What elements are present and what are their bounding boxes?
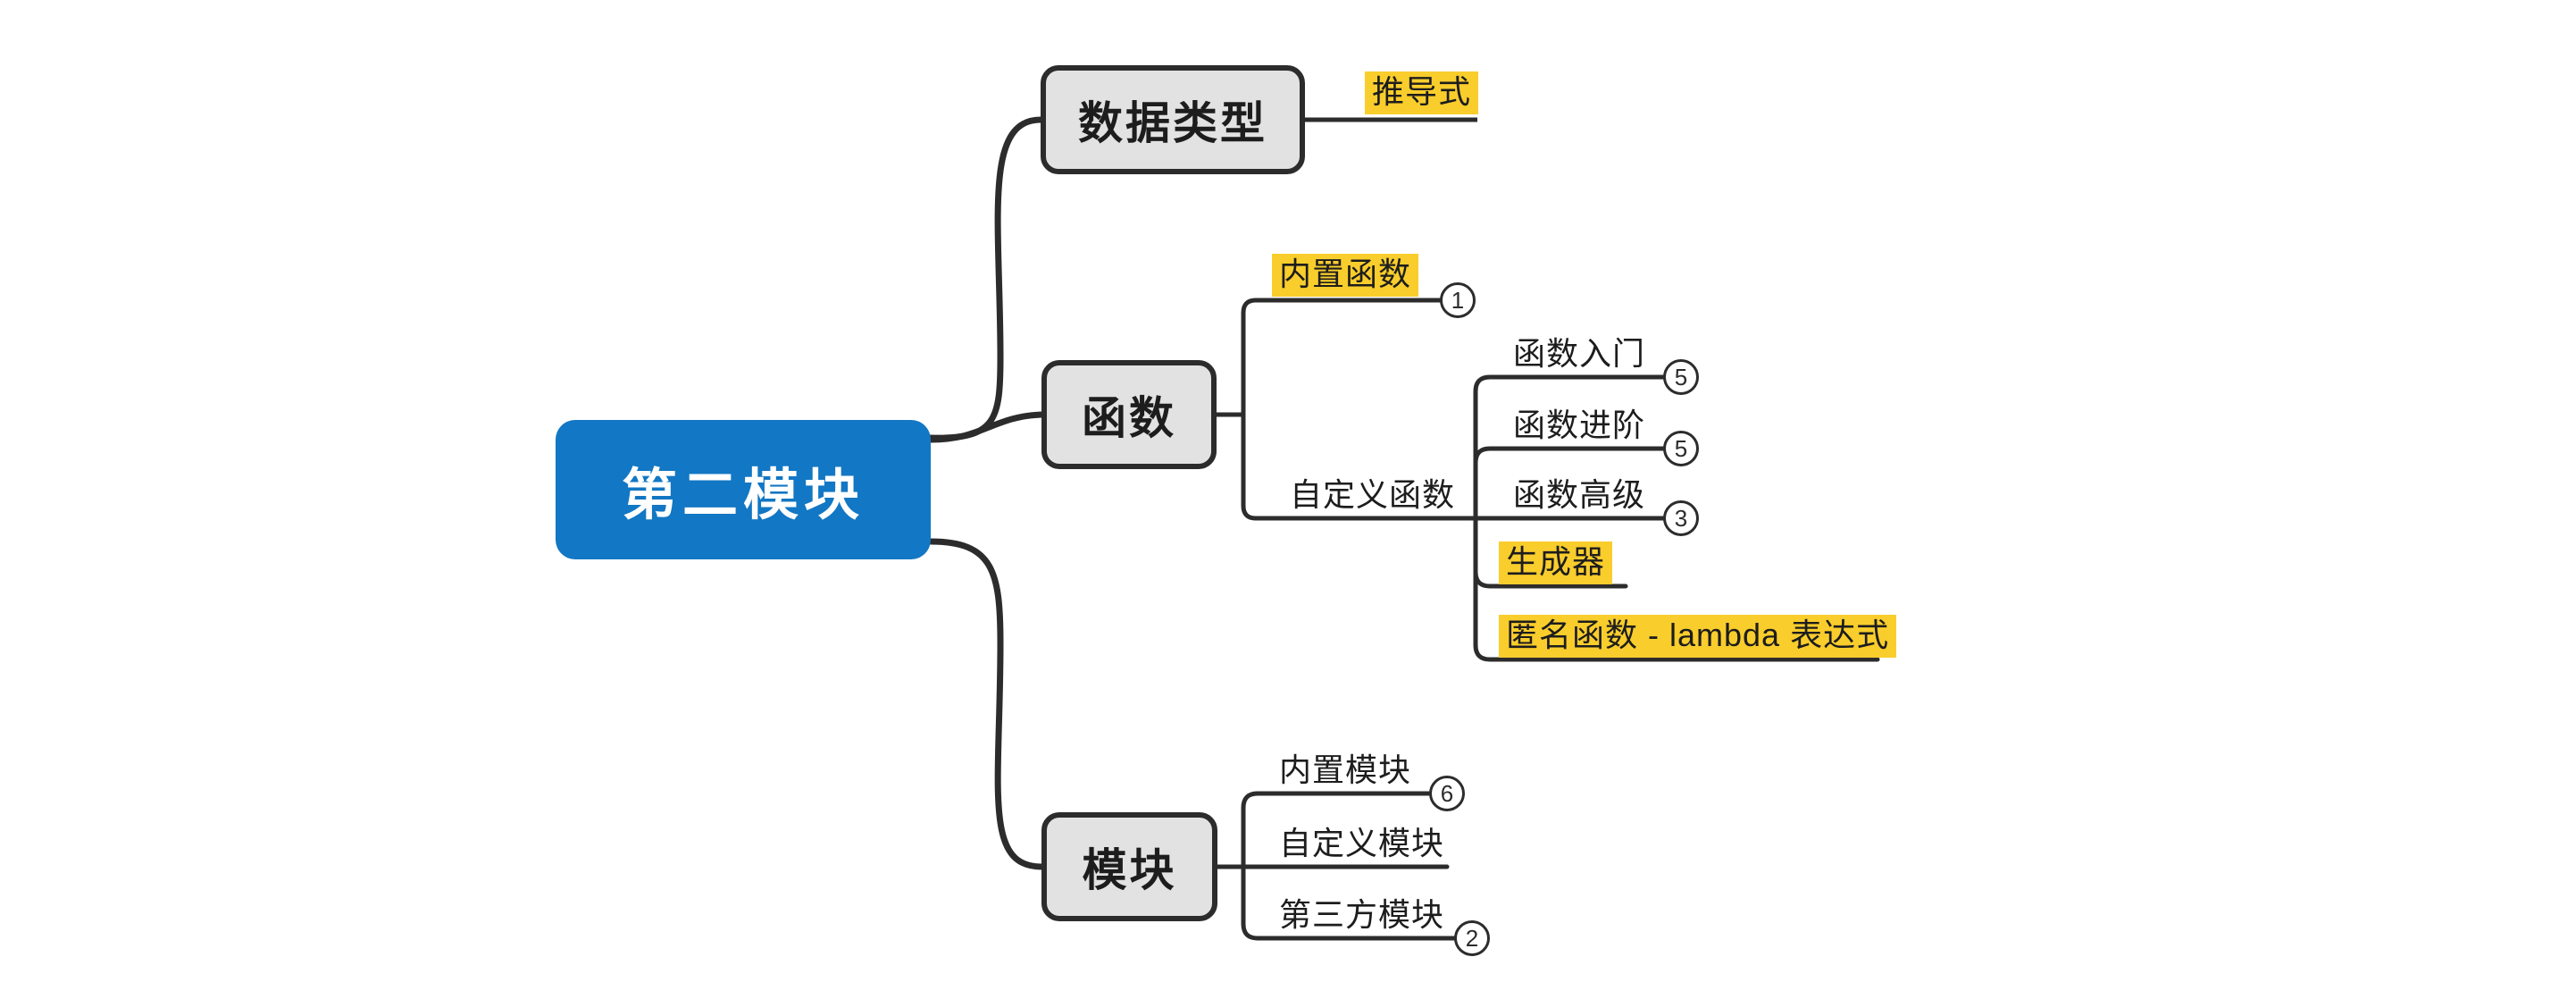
edge-root-to-data-types <box>927 116 1044 441</box>
leaf-node-label: 第三方模块 <box>1279 896 1445 934</box>
leaf-node-third-party-modules[interactable]: 第三方模块 <box>1279 892 1493 938</box>
branch-node-label: 数据类型 <box>1078 98 1267 148</box>
branch-node-functions[interactable]: 函数 <box>1041 360 1217 469</box>
count-badge-value: 5 <box>1674 434 1688 462</box>
root-node-label: 第二模块 <box>621 465 865 526</box>
leaf-node-function-basics[interactable]: 函数入门 <box>1513 331 1692 377</box>
count-badge-value: 1 <box>1451 286 1465 314</box>
edge-root-to-modules <box>927 538 1045 870</box>
leaf-node-builtin-functions[interactable]: 内置函数 <box>1272 252 1468 298</box>
branch-node-modules[interactable]: 模块 <box>1041 812 1217 921</box>
leaf-node-label: 函数进阶 <box>1513 407 1646 444</box>
leaf-node-label: 内置函数 <box>1272 254 1419 297</box>
leaf-node-generator[interactable]: 生成器 <box>1499 540 1660 586</box>
count-badge-third-party-modules[interactable]: 2 <box>1454 920 1490 956</box>
edge-root-to-functions <box>927 411 1045 443</box>
count-badge-value: 6 <box>1440 779 1454 807</box>
leaf-node-label: 自定义模块 <box>1279 825 1445 862</box>
leaf-node-label: 自定义函数 <box>1290 476 1456 514</box>
leaf-node-label: 函数高级 <box>1513 476 1646 514</box>
edge-functions-to-builtin <box>1241 298 1460 417</box>
root-node[interactable]: 第二模块 <box>556 420 931 559</box>
branch-node-label: 函数 <box>1082 393 1176 443</box>
count-badge-value: 5 <box>1674 363 1688 390</box>
count-badge-value: 3 <box>1674 504 1688 532</box>
count-badge-value: 2 <box>1465 924 1479 952</box>
count-badge-builtin-modules[interactable]: 6 <box>1429 776 1465 811</box>
branch-node-label: 模块 <box>1082 845 1177 895</box>
leaf-node-label: 函数入门 <box>1513 335 1646 373</box>
leaf-node-label: 内置模块 <box>1279 751 1412 789</box>
branch-node-data-types[interactable]: 数据类型 <box>1041 65 1305 174</box>
count-badge-function-basics[interactable]: 5 <box>1663 359 1699 395</box>
count-badge-builtin-functions[interactable]: 1 <box>1440 282 1476 318</box>
leaf-node-label: 推导式 <box>1365 71 1479 114</box>
leaf-node-custom-functions[interactable]: 自定义函数 <box>1290 472 1495 518</box>
leaf-node-lambda[interactable]: 匿名函数 - lambda 表达式 <box>1499 613 1910 659</box>
count-badge-function-intermediate[interactable]: 5 <box>1663 431 1699 466</box>
leaf-node-comprehension[interactable]: 推导式 <box>1365 70 1543 116</box>
count-badge-function-advanced[interactable]: 3 <box>1663 500 1699 536</box>
leaf-node-function-intermediate[interactable]: 函数进阶 <box>1513 402 1692 449</box>
leaf-node-function-advanced[interactable]: 函数高级 <box>1513 472 1692 518</box>
leaf-node-label: 生成器 <box>1499 541 1613 584</box>
leaf-node-builtin-modules[interactable]: 内置模块 <box>1279 747 1458 793</box>
leaf-node-label: 匿名函数 - lambda 表达式 <box>1499 615 1897 658</box>
leaf-node-custom-modules[interactable]: 自定义模块 <box>1279 820 1493 867</box>
